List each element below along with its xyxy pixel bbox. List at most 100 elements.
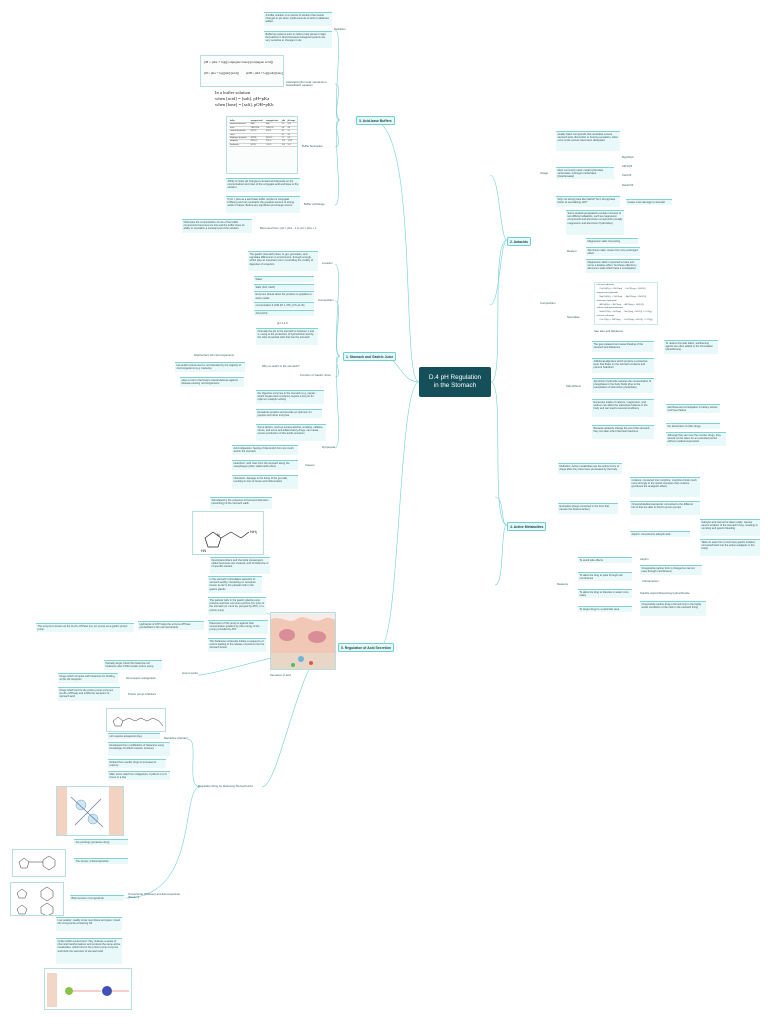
central-topic[interactable]: D.4 pH Regulation in the Stomach [419,367,491,397]
node-range-3: Otherwise the concentration of one of th… [182,219,252,233]
branch-acid-base-buffers[interactable]: 3. Acid-base Buffers [356,116,395,125]
node-dyspepsia-2: Acid indigestion: feeling of discomfort … [232,445,298,455]
node-ranitidine-2: Developed from modification of histamine… [108,742,170,756]
table-cell: H2PO4- [249,136,265,141]
list-item: sodium hydrogencarbonate [596,307,624,310]
list-item: aluminium hydroxide [596,299,617,302]
node-histamine-stimulus: Stimulated by the presence of food and d… [210,497,272,509]
histamine-n-atom: N [217,533,220,537]
table-cell: NH3 [264,122,281,127]
table-cell: 6-8 [286,136,297,141]
label-secretion-of-acid: Secretion of acid [270,673,291,677]
node-function-3: the digestive enzymes in the stomach (e.… [256,390,324,404]
hh-equation-1: pH = pKa + log([conjugate base]/[conjuga… [204,60,273,64]
table-cell: 2-4 [286,133,297,138]
node-omeprazole-5: Under acidic environment: they undergo a… [56,938,122,964]
node-how-3: Drugs which bind to the proton pump enzy… [58,687,120,701]
label-location: Location [322,261,333,265]
node-usage-1: weakly basic compounds that neutralise e… [556,131,620,151]
label-ranitidine: Ranitidine (Zantac) [164,736,188,740]
buffer-rule-block: In a buffer solution when [acid] = [salt… [215,90,273,108]
label-function-gastric-juice: Function of Gastric Juice [300,373,331,377]
table-cell: conjugate acid [249,120,265,124]
table-cell: bicarbonate [229,143,250,148]
table-cell [249,133,265,138]
table-cell: 9.2 [280,122,287,127]
table-cell: HCO3- [264,129,281,134]
table-cell: ammonium/ammonia [229,122,250,127]
branch-active-metabolites[interactable]: 4. Active Metabolites [507,522,547,531]
omeprazole-isomers-molecule [16,886,54,915]
label-composition: Composition [540,301,556,305]
table-cell: PO4 3- [264,139,281,144]
list-item: Water [254,276,314,283]
table-cell: carbonic/bicarbonate [229,129,250,134]
node-how-1: Partially target; block the histamine H2… [104,660,162,670]
branch-antacids[interactable]: 2. Antacids [507,237,531,246]
node-function-2b: low acidic environment is not tolerated … [175,362,245,372]
table-cell: CH3COOH [249,126,265,131]
list-item: calcium carbonate [596,315,615,318]
omeprazole-mechanism-illustration [47,973,129,1007]
node-reason-2: Aluminium salts: slower but more prolong… [586,247,640,256]
ranitidine-molecule [112,716,164,727]
node-reason-membranes-a: Omeprazole (active form is charged so ca… [640,565,702,575]
label-reason-soluble: Soluble aspirin/Dissolving hydrochloride [640,591,690,595]
table-cell: buffer [229,120,250,124]
table-cell: 12.3 [280,139,287,144]
table-cell: HPO4 2- [249,139,265,144]
table-cell: 4-6 [286,126,297,131]
node-omeprazole-2: The isomer of Esomeprazole [74,858,128,864]
table-cell: 9-11 [286,143,297,148]
hh-equation-2: pH = pKa + log([salt]/[acid]) [204,71,239,75]
histamine-molecule: NH₂ HN N [201,529,258,553]
table-cell: 8-10 [286,122,297,127]
node-histamine-4: Placement of this pump is against their … [208,620,268,634]
node-active-examples-label: Examples (drugs converted in the form th… [558,503,618,514]
table-cell: citrate [229,133,250,138]
table-cell: HPO4 2- [264,136,281,141]
node-example-aspirin-a: Salicylic acid cannot be taken orally: c… [700,519,760,536]
node-ranitidine-3: Refined from earlier drugs to increase i… [108,759,166,768]
node-histamine-6: The histamine molecules initiate a seque… [208,638,266,652]
line-ant-comp [489,239,508,306]
line-ant-usage [489,174,508,241]
node-side-effect-1-fix: To reduce this side effect, antifoaming … [664,340,718,354]
central-topic-line2: in the Stomach [433,382,477,389]
table-cell: conjugate base [264,120,281,124]
label-usage: Usage [540,171,549,175]
line-root-active [490,381,508,526]
esomeprazole-molecule [18,855,56,871]
label-h2-antagonists: H2 receptor antagonists [126,676,156,680]
node-ranitidine-1: H2 receptor antagonist drug [108,733,160,739]
node-composition-1: Some antacid preparations contain mixtur… [566,210,624,235]
line-root-antacids [490,239,508,383]
table-cell: 10.3 [280,143,287,148]
branch-regulation-acid-secretion[interactable]: 5. Regulation of Acid Secretion [338,643,394,652]
label-side-effects: Side Effects [566,384,581,388]
node-histamine-3: Hydrolysis of ATP helps the enzyme ATPas… [138,621,204,630]
node-range-1: Ability to resist pH changes is limited … [226,178,300,192]
list-item: Mg(OH)2(s) + 2HCl(aq) → MgCl2(aq) + 2H2O… [599,295,647,298]
branch-stomach-gastric-juice[interactable]: 1. Stomach and Gastric Juice [343,352,397,361]
node-reason-3: Magnesium salts is reported to have sort… [586,259,640,273]
node-example-codeine: Codeine: converted into morphine; morphi… [630,477,700,497]
label-definition: Definition [334,27,346,31]
label-reason-aspirin: Aspirin [640,557,649,561]
node-omeprazole-4: Low polarity: readily cross membrane and… [56,917,122,931]
label-disinfectant: Disinfectant: kill microorganisms [194,353,234,357]
node-side-effect-1: The gas released can cause bloating of t… [592,341,654,352]
table-cell [264,133,281,138]
label-henderson-hasselbalch: Calculation(Formula: Henderson- Hasselba… [286,80,328,88]
node-reason-membranes: To allow the drug to pass through cell m… [578,572,632,581]
table-cell: CH3COO- [264,126,281,131]
ranitidine-structure-image [106,708,166,732]
line-buf-def [334,29,341,121]
table-cell: 6.4 [280,129,287,134]
